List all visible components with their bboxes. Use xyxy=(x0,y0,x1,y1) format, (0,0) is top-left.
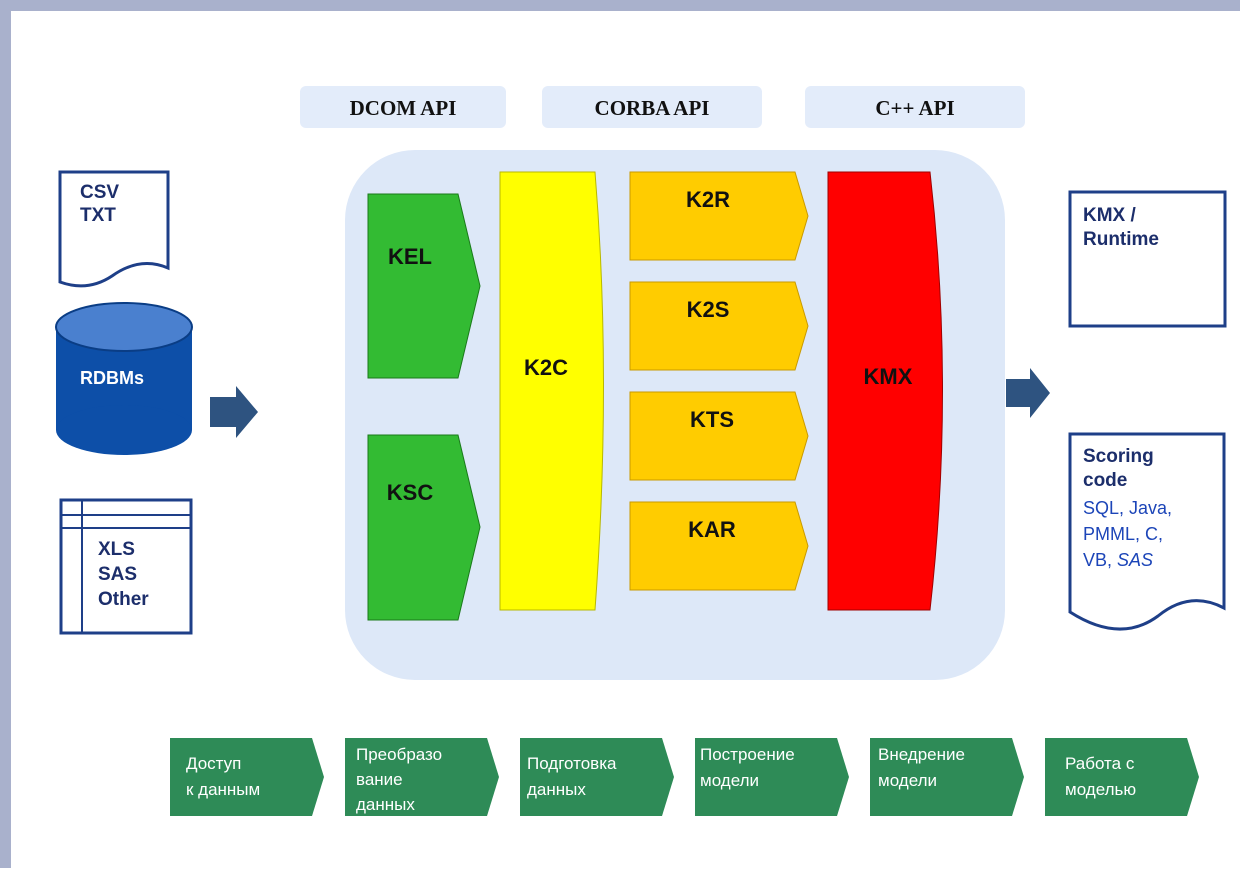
process-step-5-line-1: Внедрение xyxy=(878,745,965,764)
module-kts: KTS xyxy=(629,391,809,481)
module-kts-label: KTS xyxy=(690,407,734,432)
scoring-lang-vb: VB, xyxy=(1083,550,1117,570)
process-step-6-line-2: моделью xyxy=(1065,780,1136,799)
scoring-lang-sas: SAS xyxy=(1117,550,1153,570)
process-step-4-line-1: Построение xyxy=(700,745,795,764)
process-step-6: Работа с моделью xyxy=(1045,738,1199,816)
scoring-title-line-1: Scoring xyxy=(1083,446,1154,467)
module-k2r-label: K2R xyxy=(686,187,730,212)
flat-file-doc: CSV TXT xyxy=(58,170,170,288)
scoring-title-line-2: code xyxy=(1083,470,1127,491)
ksc-label: KSC xyxy=(387,480,434,505)
input-arrow-icon xyxy=(210,386,258,438)
process-step-2-line-1: Преобразо xyxy=(356,745,442,764)
process-step-1-line-1: Доступ xyxy=(186,754,241,773)
api-label-corba-text: CORBA API xyxy=(595,96,710,120)
process-step-3-line-2: данных xyxy=(527,780,586,799)
process-step-5: Внедрение модели xyxy=(870,738,1024,816)
spreadsheet-line-2: SAS xyxy=(98,564,137,585)
spreadsheet-doc: XLS SAS Other xyxy=(59,498,193,635)
api-label-dcom: DCOM API xyxy=(300,86,506,128)
kmx-label: KMX xyxy=(864,364,913,389)
module-k2s-label: K2S xyxy=(687,297,730,322)
flat-file-line-2: TXT xyxy=(80,205,116,226)
runtime-doc: KMX / Runtime xyxy=(1068,190,1227,328)
kel-block: KEL xyxy=(367,193,481,379)
scoring-lang-line-2: PMML, C, xyxy=(1083,524,1163,544)
spreadsheet-line-1: XLS xyxy=(98,539,135,560)
module-kar-label: KAR xyxy=(688,517,736,542)
scoring-lang-line-1: SQL, Java, xyxy=(1083,498,1172,518)
process-step-6-line-1: Работа с xyxy=(1065,754,1135,773)
process-step-1: Доступ к данным xyxy=(170,738,324,816)
process-step-2-line-2: вание xyxy=(356,770,403,789)
module-kar: KAR xyxy=(629,501,809,591)
scoring-lang-line-3: VB, SAS xyxy=(1083,550,1153,570)
runtime-line-1: KMX / xyxy=(1083,205,1137,226)
ksc-block: KSC xyxy=(367,434,481,621)
k2c-block: K2C xyxy=(499,171,604,611)
left-border xyxy=(0,0,11,868)
process-step-2-line-3: данных xyxy=(356,795,415,814)
process-step-5-line-2: модели xyxy=(878,771,937,790)
process-step-2: Преобразо вание данных xyxy=(345,738,499,816)
process-step-4: Построение модели xyxy=(695,738,849,816)
scoring-code-doc: Scoring code SQL, Java, PMML, C, VB, SAS xyxy=(1068,432,1226,631)
api-label-cpp-text: C++ API xyxy=(875,96,954,120)
kel-label: KEL xyxy=(388,244,432,269)
kmx-block: KMX xyxy=(827,171,943,611)
k2c-label: K2C xyxy=(524,355,568,380)
spreadsheet-line-3: Other xyxy=(98,589,149,610)
runtime-line-2: Runtime xyxy=(1083,229,1159,250)
database-cylinder: RDBMs xyxy=(55,302,193,455)
api-label-cpp: C++ API xyxy=(805,86,1025,128)
top-border xyxy=(0,0,1240,11)
process-step-4-line-2: модели xyxy=(700,771,759,790)
process-step-3-line-1: Подготовка xyxy=(527,754,617,773)
process-step-1-line-2: к данным xyxy=(186,780,260,799)
database-label: RDBMs xyxy=(80,368,144,388)
module-k2s: K2S xyxy=(629,281,809,371)
process-step-3: Подготовка данных xyxy=(520,738,674,816)
output-arrow-icon xyxy=(1006,368,1050,418)
api-label-dcom-text: DCOM API xyxy=(350,96,457,120)
api-label-corba: CORBA API xyxy=(542,86,762,128)
module-k2r: K2R xyxy=(629,171,809,261)
flat-file-line-1: CSV xyxy=(80,182,119,203)
